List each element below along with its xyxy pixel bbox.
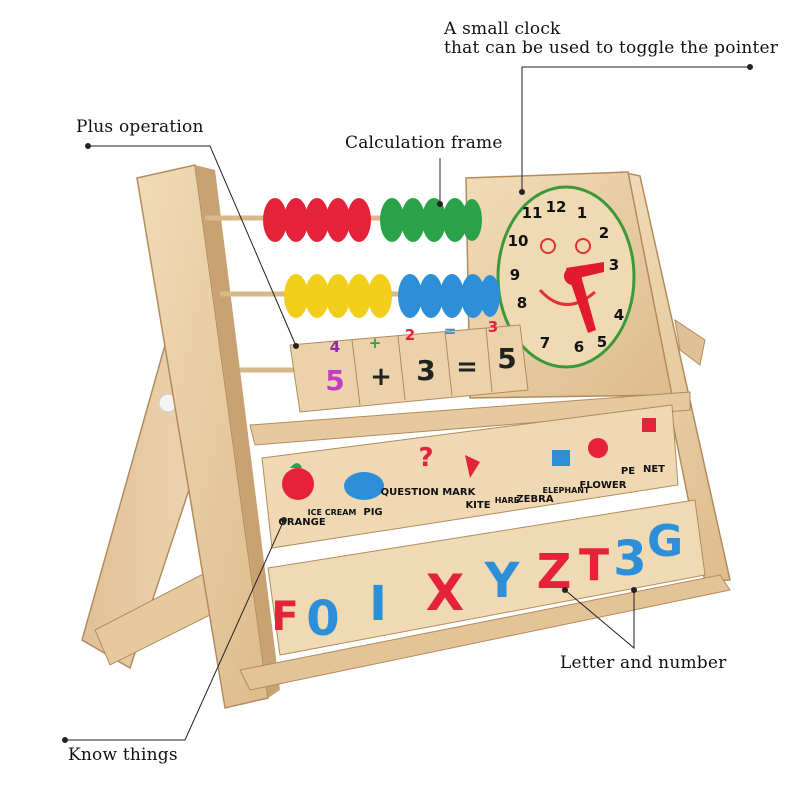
svg-text:9: 9	[510, 266, 520, 284]
clock-annotation-line2: that can be used to toggle the pointer	[444, 38, 779, 58]
svg-text:0: 0	[306, 591, 339, 647]
svg-text:ORANGE: ORANGE	[278, 517, 326, 528]
calculation-frame-annotation: Calculation frame	[345, 133, 503, 153]
svg-text:PE: PE	[621, 466, 635, 477]
svg-text:4: 4	[330, 338, 340, 356]
svg-text:T: T	[579, 540, 609, 591]
clock-numbers: 12 1 2 3 4 5 6 7 8 9 10 11	[508, 198, 625, 356]
svg-text:12: 12	[546, 198, 567, 216]
bead-row-top[interactable]	[263, 198, 482, 242]
svg-text:HARE: HARE	[495, 496, 520, 505]
svg-text:2: 2	[405, 326, 415, 344]
clock-face[interactable]: 12 1 2 3 4 5 6 7 8 9 10 11	[496, 185, 636, 369]
svg-text:+: +	[369, 334, 382, 352]
svg-text:3: 3	[416, 354, 435, 387]
svg-text:10: 10	[508, 232, 529, 250]
clock-annotation-line1: A small clock	[444, 19, 561, 39]
clock-annotation: A small clock that can be used to toggle…	[444, 20, 778, 58]
svg-text:4: 4	[614, 306, 624, 324]
plus-operation-annotation: Plus operation	[76, 117, 204, 137]
letter-cubes[interactable]: F 0 I X Y Z T 3 G	[267, 499, 706, 656]
svg-text:2: 2	[599, 224, 609, 242]
svg-text:8: 8	[517, 294, 527, 312]
svg-text:QUESTION MARK: QUESTION MARK	[381, 487, 477, 498]
svg-text:3: 3	[609, 256, 619, 274]
picture-cubes[interactable]: ORANGE ICE CREAM PIG ? QUESTION MARK KIT…	[261, 404, 679, 549]
svg-text:I: I	[369, 576, 387, 632]
callout-lines	[62, 64, 753, 743]
clock-hands[interactable]	[564, 262, 604, 333]
svg-text:3: 3	[613, 531, 646, 587]
svg-text:PIG: PIG	[363, 507, 382, 518]
svg-text:3: 3	[488, 318, 498, 336]
letter-and-number-annotation: Letter and number	[560, 653, 727, 673]
svg-text:=: =	[456, 352, 478, 382]
svg-text:7: 7	[540, 334, 550, 352]
svg-text:ICE CREAM: ICE CREAM	[308, 508, 357, 517]
svg-text:1: 1	[577, 204, 587, 222]
svg-text:X: X	[426, 564, 465, 622]
svg-text:5: 5	[597, 333, 607, 351]
math-cubes[interactable]: 4 + 2 = 3 5 + 3 = 5	[289, 318, 529, 413]
svg-text:Y: Y	[484, 553, 521, 609]
svg-text:5: 5	[497, 342, 516, 375]
svg-text:11: 11	[522, 204, 543, 222]
right-post	[621, 171, 731, 583]
bottom-base	[239, 574, 731, 691]
svg-text:5: 5	[325, 364, 344, 397]
svg-text:?: ?	[418, 443, 433, 473]
clock-smiley	[538, 238, 596, 306]
svg-text:=: =	[444, 322, 457, 340]
svg-text:+: +	[370, 362, 392, 392]
know-things-annotation: Know things	[68, 745, 178, 765]
svg-text:NET: NET	[643, 464, 665, 475]
svg-text:6: 6	[574, 338, 584, 356]
left-post	[136, 164, 280, 709]
svg-text:ZEBRA: ZEBRA	[516, 494, 553, 505]
middle-shelf	[249, 391, 691, 446]
svg-text:F: F	[271, 594, 298, 640]
svg-text:G: G	[647, 516, 683, 567]
svg-text:KITE: KITE	[465, 500, 490, 511]
svg-text:ELEPHANT: ELEPHANT	[543, 486, 590, 495]
bead-row-middle[interactable]	[284, 274, 500, 318]
svg-text:FLOWER: FLOWER	[580, 480, 627, 491]
